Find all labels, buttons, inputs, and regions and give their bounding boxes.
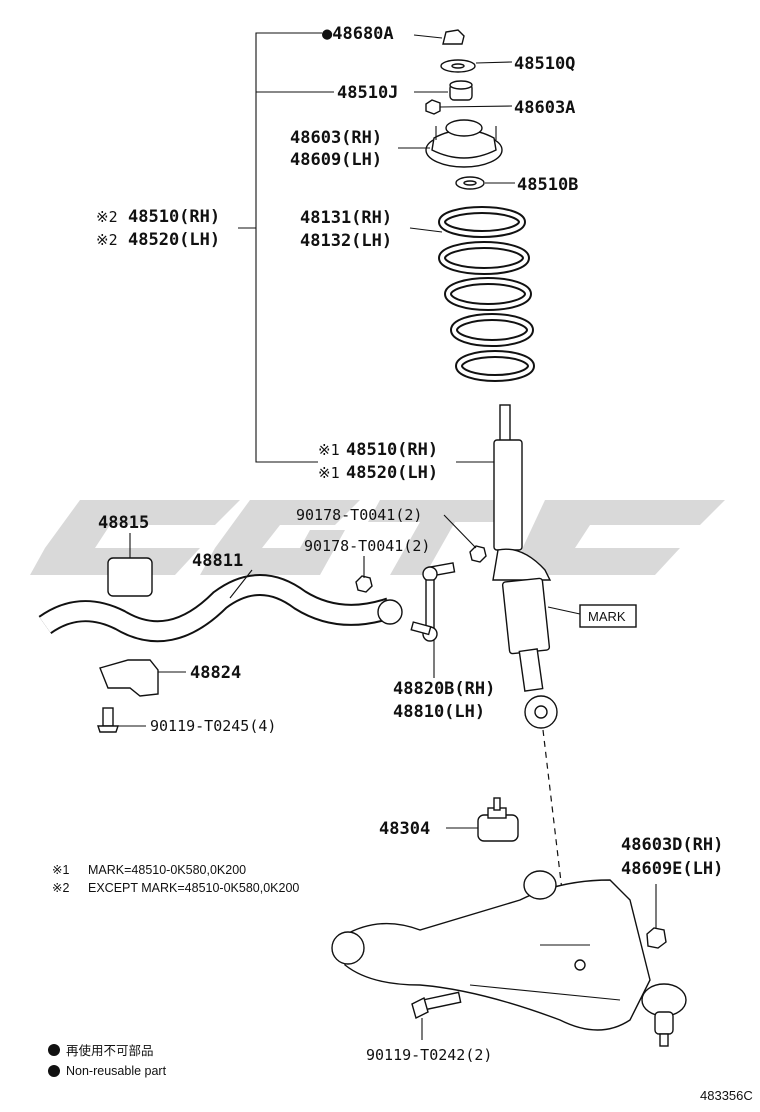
label-48810-lh: 48810(LH) xyxy=(393,702,485,722)
part-48510B xyxy=(455,176,515,190)
legend-dot-icon xyxy=(48,1065,60,1077)
part-48603D-nut xyxy=(646,884,667,949)
part-90119-T0245-bolt xyxy=(97,707,146,733)
part-90178-nut-a xyxy=(443,514,487,563)
part-48603A xyxy=(425,99,513,115)
label-48520-2: 48520(LH) xyxy=(128,230,220,250)
label-48510Q: 48510Q xyxy=(514,54,575,74)
centre-dashed-line xyxy=(542,729,576,1001)
label-48609-lh: 48609(LH) xyxy=(290,150,382,170)
label-48815: 48815 xyxy=(98,513,149,533)
label-48824: 48824 xyxy=(190,663,241,683)
label-48304: 48304 xyxy=(379,819,430,839)
part-48815-bushing xyxy=(107,533,153,597)
assembly-bracket xyxy=(238,32,334,463)
label-48510-1: 48510(RH) xyxy=(346,440,438,460)
label-48510-1-sym: ※1 xyxy=(318,441,340,459)
label-48132-lh: 48132(LH) xyxy=(300,231,392,251)
label-48820B-rh: 48820B(RH) xyxy=(393,679,495,699)
label-48603D-rh: 48603D(RH) xyxy=(621,835,723,855)
part-48603-strut-mount xyxy=(398,119,503,168)
label-48520-2-sym: ※2 xyxy=(96,231,118,249)
part-labels: ●48680A 48510Q 48510J 48603A 48603(RH) 4… xyxy=(96,24,723,1064)
label-48131-rh: 48131(RH) xyxy=(300,208,392,228)
label-48510-2-sym: ※2 xyxy=(96,208,118,226)
legend-dot-icon xyxy=(48,1044,60,1056)
label-48680A: ●48680A xyxy=(322,24,394,44)
part-stabilizer-link xyxy=(410,562,456,678)
note-2-symbol: ※2 xyxy=(52,881,69,895)
label-48510J: 48510J xyxy=(337,83,398,103)
legend-item-jp: 再使用不可部品 xyxy=(66,1043,154,1058)
label-48520-1-sym: ※1 xyxy=(318,464,340,482)
part-48510J xyxy=(414,80,473,101)
label-48603-rh: 48603(RH) xyxy=(290,128,382,148)
part-stabilizer-bar xyxy=(38,569,403,643)
label-48510B: 48510B xyxy=(517,175,578,195)
note-1-symbol: ※1 xyxy=(52,863,69,877)
part-ball-joint xyxy=(641,983,687,1047)
legend-item-en: Non-reusable part xyxy=(66,1064,167,1078)
note-2-text: EXCEPT MARK=48510-0K580,0K200 xyxy=(88,881,299,895)
notes: ※1 MARK=48510-0K580,0K200 ※2 EXCEPT MARK… xyxy=(52,863,299,895)
label-48603A: 48603A xyxy=(514,98,575,118)
part-90119-T0242-bolt xyxy=(411,991,462,1040)
label-48510-2: 48510(RH) xyxy=(128,207,220,227)
part-shock-absorber xyxy=(456,404,637,729)
part-90178-nut-b xyxy=(355,556,373,593)
label-mark: MARK xyxy=(588,609,626,624)
label-48811: 48811 xyxy=(192,551,243,571)
legend: 再使用不可部品 Non-reusable part xyxy=(48,1043,167,1078)
figure-code: 483356C xyxy=(700,1088,753,1103)
part-48680A xyxy=(413,29,465,45)
label-90178-b: 90178-T0041(2) xyxy=(304,537,430,555)
part-48304-bound-stopper xyxy=(446,797,519,842)
label-48609E-lh: 48609E(LH) xyxy=(621,859,723,879)
label-90178-a: 90178-T0041(2) xyxy=(296,506,422,524)
watermark-logo xyxy=(30,500,725,575)
part-48510Q xyxy=(440,59,513,73)
part-lower-arm xyxy=(331,870,651,1031)
label-90119-T0242: 90119-T0242(2) xyxy=(366,1046,492,1064)
part-48824-bracket xyxy=(99,659,186,697)
note-1-text: MARK=48510-0K580,0K200 xyxy=(88,863,246,877)
part-coil-spring-inner xyxy=(440,208,533,380)
label-90119-T0245: 90119-T0245(4) xyxy=(150,717,276,735)
label-48520-1: 48520(LH) xyxy=(346,463,438,483)
